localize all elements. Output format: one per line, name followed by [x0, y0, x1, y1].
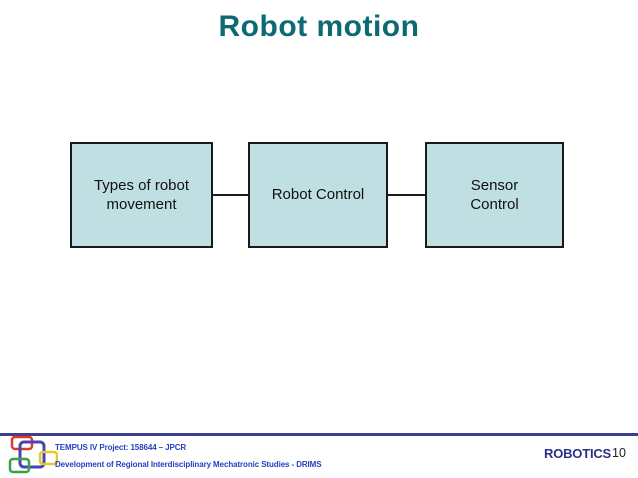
box-label: Sensor Control: [470, 176, 519, 214]
logo-blue-rect: [18, 440, 46, 469]
box-label: Types of robot movement: [93, 176, 190, 214]
logo-yellow-rect: [38, 450, 58, 466]
footer-divider: [0, 433, 638, 436]
brand-label: ROBOTICS: [544, 446, 612, 461]
project-logo-icon: [8, 435, 58, 474]
diagram-box-robot-control: Robot Control: [248, 142, 388, 248]
logo-green-rect: [8, 457, 31, 474]
diagram-box-types-of-robot-movement: Types of robot movement: [70, 142, 213, 248]
footer-program-text: Development of Regional Interdisciplinar…: [55, 460, 322, 469]
page-number: 10: [612, 446, 626, 460]
diagram-box-sensor-control: Sensor Control: [425, 142, 564, 248]
connector-line-left: [213, 194, 248, 196]
connector-line-right: [388, 194, 425, 196]
box-label: Robot Control: [271, 186, 365, 204]
footer-project-text: TEMPUS IV Project: 158644 – JPCR: [55, 443, 187, 452]
slide-title: Robot motion: [218, 10, 420, 43]
